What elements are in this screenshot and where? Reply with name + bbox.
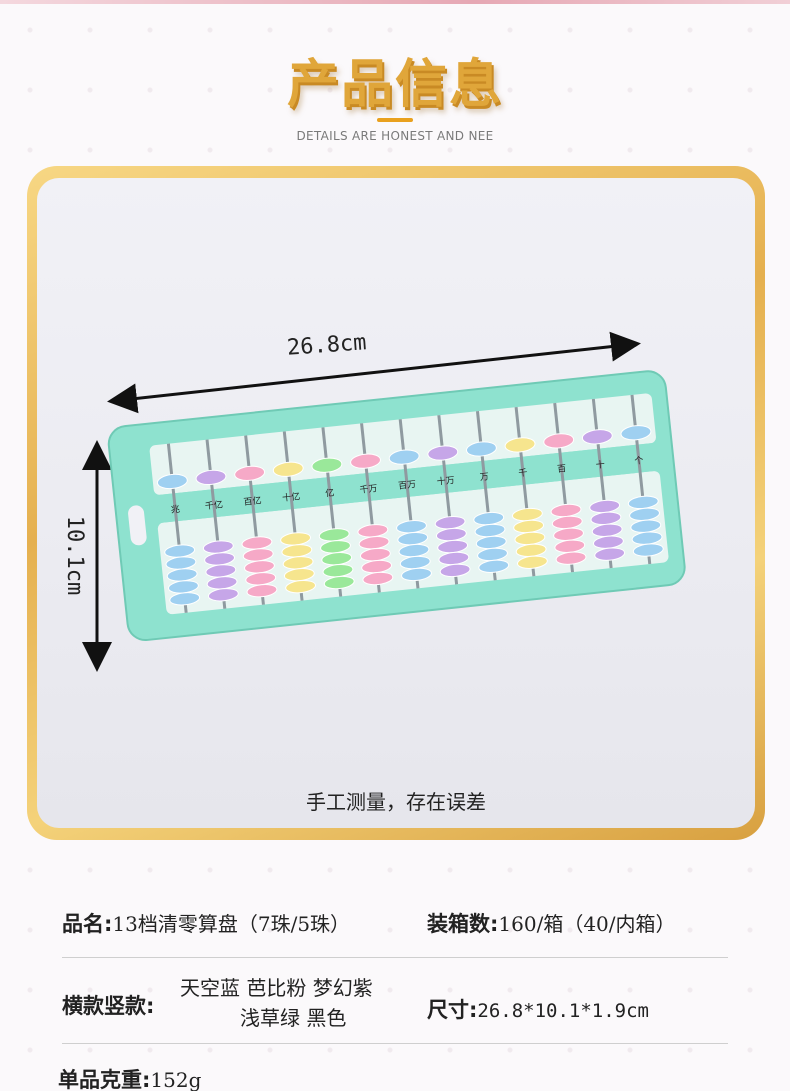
style-value-line2: 浅草绿 黑色 xyxy=(240,1006,347,1030)
place-value-label: 十亿 xyxy=(282,490,301,504)
place-value-label: 十 xyxy=(595,458,605,471)
weight-label: 单品克重: xyxy=(58,1068,151,1091)
box-value: 160/箱（40/内箱） xyxy=(498,912,676,936)
lower-bead xyxy=(246,584,278,598)
size-value: 26.8*10.1*1.9cm xyxy=(477,1000,649,1022)
name-value: 13档清零算盘（7珠/5珠） xyxy=(112,912,351,936)
weight-value: 152g xyxy=(150,1068,202,1091)
lower-bead xyxy=(207,588,239,602)
lower-bead xyxy=(323,575,355,590)
product-photo: 兆千亿百亿十亿亿千万百万十万万千百十个 26.8cm 10.1cm 手工测量，存… xyxy=(37,178,755,828)
place-value-label: 兆 xyxy=(170,504,180,516)
upper-bead xyxy=(466,441,497,457)
upper-bead xyxy=(388,449,420,465)
place-value-label: 千 xyxy=(518,467,528,479)
divider-1 xyxy=(62,957,728,958)
page-title: 产品信息 xyxy=(286,54,503,115)
place-value-label: 个 xyxy=(634,455,644,467)
lower-bead xyxy=(285,579,317,594)
lower-bead xyxy=(555,551,587,565)
upper-bead xyxy=(427,445,459,461)
place-value-label: 百 xyxy=(557,463,567,475)
upper-bead xyxy=(234,465,266,481)
upper-bead xyxy=(311,457,343,473)
page-subtitle: DETAILS ARE HONEST AND NEE xyxy=(296,129,494,143)
upper-bead xyxy=(620,425,652,441)
spec-row-2: 横款竖款: 天空蓝 芭比粉 梦幻紫 浅草绿 黑色 尺寸:26.8*10.1*1.… xyxy=(0,972,790,1032)
title-underline xyxy=(377,118,413,122)
weight-spec: 单品克重:152g xyxy=(58,1064,201,1091)
size-label: 尺寸: xyxy=(427,998,478,1022)
place-value-label: 十万 xyxy=(436,474,455,488)
abacus-body: 兆 千亿 百亿 十亿 亿 千万 百万 十万 万 千 百 十 个 xyxy=(107,370,686,642)
upper-bead xyxy=(504,437,536,453)
upper-bead xyxy=(195,469,227,486)
place-value-label: 亿 xyxy=(325,487,335,500)
upper-bead xyxy=(543,433,575,449)
abacus: 兆 千亿 百亿 十亿 亿 千万 百万 十万 万 千 百 十 个 xyxy=(107,370,686,642)
top-accent-strip xyxy=(0,0,790,4)
lower-bead xyxy=(362,571,394,586)
place-value-label: 百亿 xyxy=(243,494,262,508)
place-value-label: 百万 xyxy=(398,479,417,492)
upper-bead xyxy=(272,461,304,477)
height-dimension-label: 10.1cm xyxy=(62,515,88,596)
lower-bead xyxy=(439,563,471,578)
style-label: 横款竖款: xyxy=(62,994,155,1018)
upper-bead xyxy=(156,473,188,490)
style-value-line1: 天空蓝 芭比粉 梦幻紫 xyxy=(180,976,373,1000)
upper-bead xyxy=(581,429,613,445)
hang-hole xyxy=(128,505,147,546)
lower-bead xyxy=(516,555,548,569)
name-label: 品名: xyxy=(62,912,113,936)
lower-bead xyxy=(169,592,201,606)
upper-bead xyxy=(350,453,381,469)
box-spec: 装箱数:160/箱（40/内箱） xyxy=(427,908,676,938)
lower-bead xyxy=(401,567,432,582)
abacus-illustration: 兆 千亿 百亿 十亿 亿 千万 百万 十万 万 千 百 十 个 xyxy=(82,331,686,672)
box-label: 装箱数: xyxy=(427,912,499,936)
lower-bead xyxy=(478,559,510,573)
lower-bead xyxy=(594,547,626,561)
place-value-label: 万 xyxy=(479,472,489,483)
size-spec: 尺寸:26.8*10.1*1.9cm xyxy=(427,994,649,1024)
lower-bead xyxy=(632,543,664,557)
place-value-label: 千万 xyxy=(359,483,378,496)
divider-2 xyxy=(62,1043,728,1044)
width-arrow xyxy=(107,331,641,414)
name-spec: 品名:13档清零算盘（7珠/5珠） xyxy=(62,908,350,938)
place-value-label: 千亿 xyxy=(204,498,223,512)
measurement-note: 手工测量，存在误差 xyxy=(306,790,486,814)
